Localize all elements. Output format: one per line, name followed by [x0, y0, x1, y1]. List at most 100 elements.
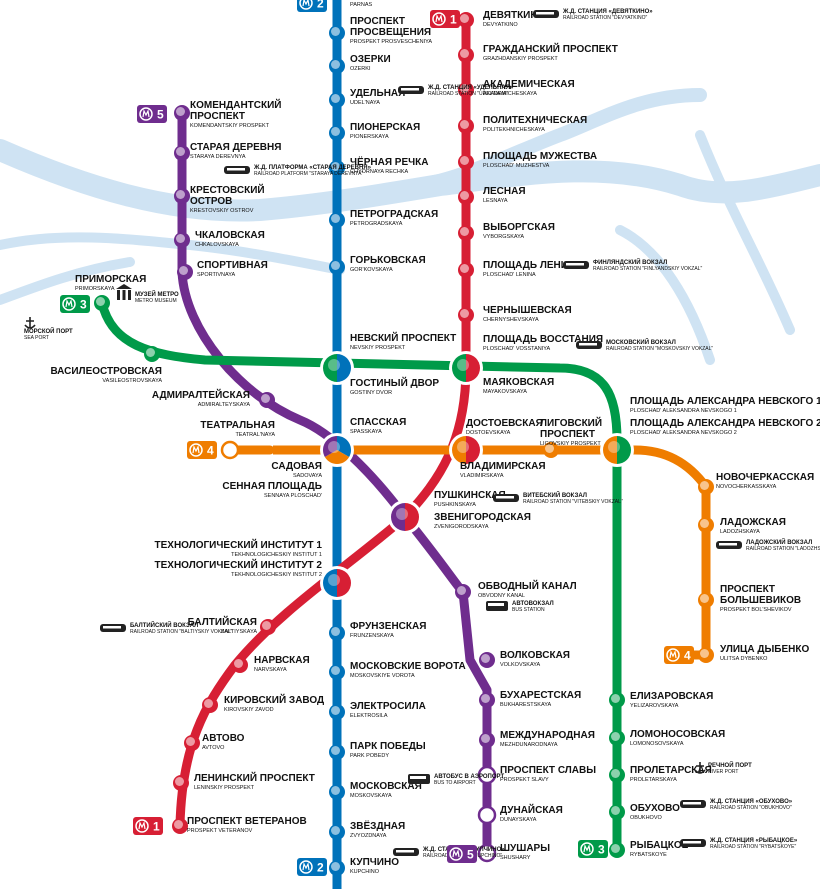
annotation-ru: Ж.Д. ПЛАТФОРМА «СТАРАЯ ДЕРЕВНЯ»: [253, 165, 372, 171]
station-name-en: MEZHDUNARODNAYA: [500, 742, 558, 748]
annotation-ru: ЛАДОЖСКИЙ ВОКЗАЛ: [746, 538, 812, 546]
station-narvskaya[interactable]: [232, 657, 248, 673]
station-vyborgskaya[interactable]: [458, 225, 474, 241]
station-name-en: PROSPEKT BOL'SHEVIKOV: [720, 607, 792, 613]
station-leninsky[interactable]: [173, 775, 189, 791]
station-veteranov[interactable]: [172, 818, 188, 834]
anchor-icon: [24, 317, 36, 329]
station-name-en: DEVYATKINO: [483, 22, 518, 28]
station-muzhestva[interactable]: [458, 154, 474, 170]
station-sportivnaya[interactable]: [177, 264, 193, 280]
station-marker-shine: [331, 60, 340, 69]
station-obvodny[interactable]: [455, 584, 471, 600]
interchange-sadovaya[interactable]: [320, 433, 354, 467]
station-kirovsky[interactable]: [202, 697, 218, 713]
station-name-ru: БАЛТИЙСКАЯ: [188, 615, 257, 628]
station-mezhdunarodnaya[interactable]: [479, 732, 495, 748]
station-marker-shine: [234, 659, 243, 668]
river: [423, 88, 707, 190]
station-frunzenskaya[interactable]: [329, 625, 345, 641]
station-ozerki[interactable]: [329, 58, 345, 74]
station-name-ru: СТАРАЯ ДЕРЕВНЯ: [190, 142, 281, 153]
station-ligovsky[interactable]: [543, 442, 559, 458]
station-zvyozdnaya[interactable]: [329, 824, 345, 840]
station-bukharestskaya[interactable]: [479, 692, 495, 708]
station-shushary[interactable]: [477, 843, 497, 863]
station-politekhnicheskaya[interactable]: [458, 118, 474, 134]
interchange-segment: [603, 436, 617, 464]
annotation-rybatskoe_rail: Ж.Д. СТАНЦИЯ «РЫБАЦКОЕ»RAILROAD STATION …: [680, 838, 798, 850]
station-volkovskaya[interactable]: [479, 652, 495, 668]
station-gorkovskaya[interactable]: [329, 259, 345, 275]
interchange-vosstaniya[interactable]: [449, 351, 483, 385]
station-krestovsky[interactable]: [174, 188, 190, 204]
station-primorskaya[interactable]: [94, 295, 110, 311]
station-name-en: PIONERSKAYA: [350, 134, 389, 140]
annotation-ru: Ж.Д. СТАНЦИЯ «РЫБАЦКОЕ»: [709, 838, 798, 844]
station-marker-shine: [262, 621, 271, 630]
station-ladozhskaya[interactable]: [698, 517, 714, 533]
interchange-an1[interactable]: [600, 433, 634, 467]
station-obukhovo[interactable]: [609, 804, 625, 820]
station-chkalovskaya[interactable]: [174, 232, 190, 248]
station-moskovskie[interactable]: [329, 664, 345, 680]
station-name-ru: ПРИМОРСКАЯ: [75, 274, 146, 285]
station-lomonosovskaya[interactable]: [609, 730, 625, 746]
interchange-tech1[interactable]: [320, 566, 354, 600]
station-dybenko[interactable]: [698, 647, 714, 663]
station-avtovo[interactable]: [184, 735, 200, 751]
interchange-vladimirskaya[interactable]: [449, 433, 483, 467]
station-dunayskaya[interactable]: [477, 805, 497, 825]
station-elektrosila[interactable]: [329, 704, 345, 720]
annotation-ru: Ж.Д. СТАНЦИЯ «ДЕВЯТКИНО»: [562, 9, 653, 15]
annotation-en: SEA PORT: [24, 335, 49, 341]
annotation-en: RAILROAD STATION "FINLYANDSKIY VOKZAL": [593, 266, 702, 272]
station-name-en: BUKHARESTSKAYA: [500, 702, 551, 708]
station-slavy[interactable]: [477, 765, 497, 785]
station-lesnaya[interactable]: [458, 189, 474, 205]
station-akademicheskaya[interactable]: [458, 82, 474, 98]
station-staraya[interactable]: [174, 145, 190, 161]
interchange-pushkinskaya[interactable]: [388, 500, 422, 534]
station-baltiyskaya[interactable]: [260, 619, 276, 635]
station-lenina[interactable]: [458, 262, 474, 278]
station-moskovskaya[interactable]: [329, 784, 345, 800]
station-teatralnaya[interactable]: [220, 440, 240, 460]
station-admiralteyskaya[interactable]: [259, 392, 275, 408]
station-prosveshcheniya[interactable]: [329, 25, 345, 41]
station-proletarskaya[interactable]: [609, 767, 625, 783]
station-chernyshevskaya[interactable]: [458, 307, 474, 323]
metro-m-icon: [139, 107, 153, 121]
station-grazhdansky[interactable]: [458, 47, 474, 63]
station-name-ru: ЗВЁЗДНАЯ: [350, 819, 405, 832]
station-name-en: NARVSKAYA: [254, 667, 287, 673]
metro-m-icon: [580, 842, 594, 856]
train-icon: [680, 839, 706, 847]
station-name-en: SPORTIVNAYA: [197, 272, 236, 278]
station-komendantsky[interactable]: [174, 105, 190, 121]
station-park_pobedy[interactable]: [329, 744, 345, 760]
interchange-nevsky[interactable]: [320, 351, 354, 385]
station-vasileostrovskaya[interactable]: [144, 346, 160, 362]
station-petrogradskaya[interactable]: [329, 212, 345, 228]
station-bolshevikov[interactable]: [698, 592, 714, 608]
station-name-en: ADMIRALTEYSKAYA: [198, 402, 251, 408]
station-marker-shine: [331, 94, 340, 103]
station-pionerskaya[interactable]: [329, 125, 345, 141]
station-kupchino[interactable]: [329, 860, 345, 876]
station-udelnaya[interactable]: [329, 92, 345, 108]
station-novocherkasskaya[interactable]: [698, 479, 714, 495]
station-chyornaya[interactable]: [329, 160, 345, 176]
interchange-segment: [617, 436, 631, 464]
station-elizarovskaya[interactable]: [609, 692, 625, 708]
station-rybatskoe[interactable]: [609, 842, 625, 858]
station-devyatkino[interactable]: [458, 12, 474, 28]
